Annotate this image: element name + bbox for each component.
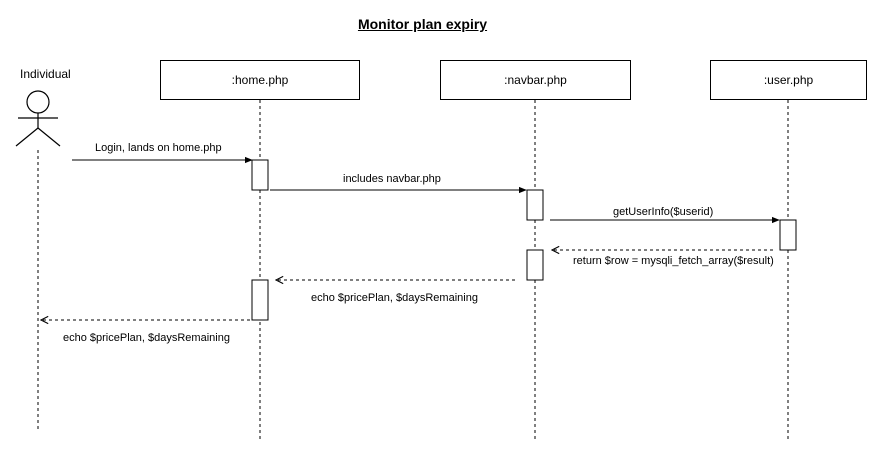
message-label-get-user-info: getUserInfo($userid) — [613, 206, 714, 218]
message-label-echo-to-home: echo $pricePlan, $daysRemaining — [311, 292, 478, 304]
home-activation-2 — [251, 279, 269, 321]
lifeline-user-label: :user.php — [763, 73, 814, 87]
message-label-echo-to-actor: echo $pricePlan, $daysRemaining — [63, 332, 230, 344]
lifeline-home[interactable]: :home.php — [160, 60, 360, 100]
lifeline-user[interactable]: :user.php — [710, 60, 867, 100]
navbar-activation-1 — [526, 189, 544, 221]
user-activation — [779, 219, 797, 251]
navbar-activation-2 — [526, 249, 544, 281]
actor-figure[interactable] — [15, 90, 61, 147]
lifeline-home-label: :home.php — [231, 73, 289, 87]
message-label-includes-navbar: includes navbar.php — [343, 173, 441, 185]
lifeline-navbar-label: :navbar.php — [504, 73, 567, 87]
lifeline-navbar[interactable]: :navbar.php — [440, 60, 631, 100]
message-label-return-row: return $row = mysqli_fetch_array($result… — [573, 255, 774, 267]
message-label-login: Login, lands on home.php — [95, 142, 222, 154]
home-activation-1 — [251, 159, 269, 191]
diagram-title: Monitor plan expiry — [357, 16, 488, 32]
actor-label: Individual — [20, 67, 71, 81]
